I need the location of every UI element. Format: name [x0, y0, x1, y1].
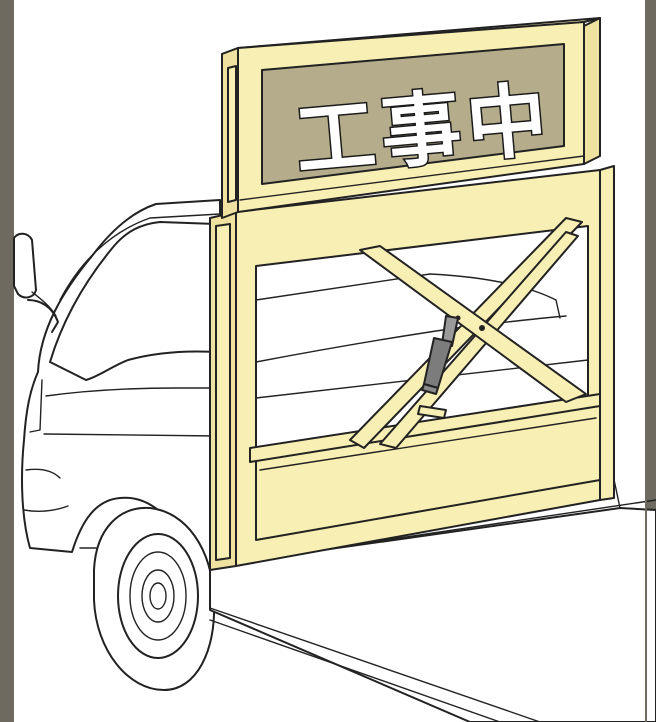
side-mirror-icon — [13, 232, 59, 333]
lift-frame-icon — [209, 165, 615, 571]
scissor-lift-icon — [349, 217, 587, 449]
hydraulic-cylinder-icon — [421, 315, 459, 395]
wheel-icon — [93, 506, 216, 691]
sign-board-icon — [221, 17, 601, 219]
truck-icon — [21, 199, 221, 576]
truck-bed — [209, 469, 656, 722]
